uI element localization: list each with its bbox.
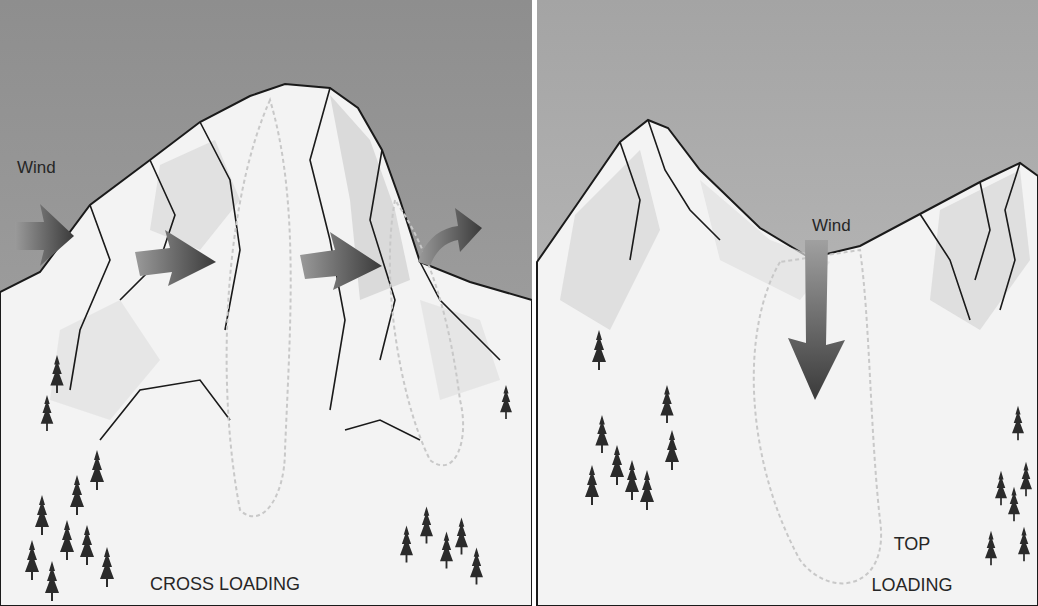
ridge-line — [120, 160, 175, 300]
tree — [470, 547, 483, 584]
tree — [610, 445, 624, 485]
snow-shade — [50, 300, 160, 420]
ridge-line — [345, 420, 420, 440]
ridge-lines — [70, 88, 500, 440]
trees — [25, 355, 512, 601]
tree — [500, 385, 512, 419]
tree — [595, 415, 608, 453]
wind-arrow — [788, 240, 845, 400]
tree — [625, 460, 639, 500]
wind-arrow — [300, 232, 382, 290]
tree — [45, 561, 59, 601]
ridge-line — [620, 142, 640, 260]
tree — [400, 525, 413, 562]
snow-shade — [930, 170, 1030, 330]
tree — [25, 540, 39, 580]
ridge-line — [370, 150, 395, 360]
snow-shade — [150, 140, 240, 250]
ridge-line — [920, 214, 970, 320]
wind-label: Wind — [17, 158, 97, 178]
tree — [985, 531, 997, 565]
tree — [41, 395, 54, 431]
tree — [1008, 487, 1020, 521]
tree — [100, 547, 114, 587]
tree — [660, 385, 673, 423]
panel-title: CROSS LOADING — [150, 574, 350, 596]
tree — [50, 355, 63, 393]
snow-shade — [420, 300, 500, 400]
tree — [1012, 406, 1024, 440]
trees — [585, 330, 1032, 565]
sky — [537, 0, 1038, 606]
sky — [0, 0, 532, 606]
wind-arrow — [418, 208, 482, 266]
ridge-line — [70, 205, 110, 390]
ridge-line — [200, 122, 240, 330]
tree — [420, 506, 433, 543]
tree — [80, 525, 94, 565]
tree — [90, 450, 104, 490]
ridge-line — [648, 120, 720, 240]
ridge-line — [975, 182, 990, 280]
panel-title: TOP LOADING — [862, 524, 962, 606]
wind-label: Wind — [812, 216, 892, 236]
tree — [640, 470, 654, 510]
tree — [1020, 462, 1032, 496]
mountain-snow — [0, 84, 532, 606]
tree — [70, 475, 84, 515]
ridge-line — [420, 262, 500, 360]
tree — [1018, 527, 1030, 561]
snow-shade — [560, 150, 660, 330]
tree — [60, 520, 74, 560]
avalanche-paths — [227, 100, 464, 516]
mountain-snow — [537, 120, 1038, 606]
tree — [585, 465, 599, 505]
tree — [440, 531, 453, 568]
ridge-line — [100, 380, 230, 440]
tree — [455, 517, 468, 554]
avalanche-path — [227, 100, 291, 516]
tree — [35, 495, 49, 535]
tree — [995, 471, 1007, 505]
wind-arrow — [135, 230, 216, 286]
tree — [665, 430, 679, 470]
wind-arrow — [15, 204, 74, 266]
tree — [592, 330, 606, 370]
ridge-line — [1000, 163, 1020, 310]
